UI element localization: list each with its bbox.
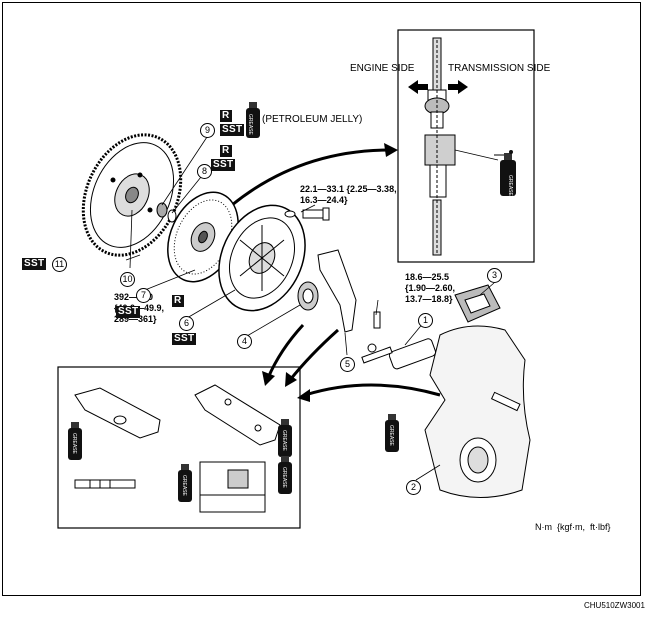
callout-2: 2	[406, 480, 421, 495]
release-fork-boot	[454, 284, 501, 323]
callout-6: 6	[179, 316, 194, 331]
clutch-cover	[218, 204, 306, 312]
fork-detail-left	[74, 387, 161, 489]
petroleum-jelly-label: (PETROLEUM JELLY)	[262, 114, 363, 125]
callout-8: 8	[197, 164, 212, 179]
grease-can-icon-6	[385, 414, 399, 452]
grease-label-3: GREASE	[181, 475, 187, 496]
inset-box-top	[397, 29, 535, 263]
callout-9: 9	[200, 123, 215, 138]
sst-tag-2: SST	[211, 159, 236, 171]
callout-10: 10	[120, 272, 135, 287]
pilot-bearing	[156, 202, 177, 223]
figure-code: CHU510ZW3001	[584, 601, 645, 610]
grease-can-icon-3	[178, 464, 192, 502]
release-fork	[317, 249, 357, 333]
engine-side-arrow	[408, 80, 428, 94]
pointer-arrow-bottom-1	[266, 323, 305, 379]
grease-label-7: GREASE	[247, 114, 253, 135]
transmission-housing	[424, 325, 531, 498]
release-bearing	[297, 281, 319, 311]
units-label: N·m {kgf·m, ft·lbf}	[535, 522, 611, 532]
fork-detail-right	[194, 384, 281, 446]
pointer-arrow-bottom-2	[288, 328, 339, 381]
leader-lines	[125, 136, 495, 481]
grease-can-icon-2	[68, 422, 82, 460]
sst-tag-5: SST	[172, 333, 197, 345]
callout-1: 1	[418, 313, 433, 328]
callout-5: 5	[340, 357, 355, 372]
pointer-arrow-bottom-3	[304, 383, 441, 397]
sst-tag-4: SST	[116, 306, 141, 318]
grease-can-icon-7	[246, 102, 260, 138]
diagram-frame	[2, 2, 641, 596]
cover-bolt	[284, 207, 330, 221]
sst-tag-1: SST	[220, 124, 245, 136]
grease-label-1: GREASE	[507, 175, 513, 196]
bearing-section-detail	[199, 461, 266, 513]
r-tag-2: R	[220, 145, 232, 157]
r-tag-1: R	[220, 110, 232, 122]
grease-label-6: GREASE	[388, 425, 394, 446]
grease-label-2: GREASE	[71, 433, 77, 454]
callout-3: 3	[487, 268, 502, 283]
transmission-side-label: TRANSMISSION SIDE	[448, 63, 551, 74]
grease-can-icon-5	[278, 456, 292, 494]
pointer-arrow-top	[231, 148, 391, 207]
callout-4: 4	[237, 334, 252, 349]
callout-11: 11	[52, 257, 67, 272]
flywheel	[81, 133, 183, 257]
callout-7: 7	[136, 288, 151, 303]
grease-can-icon-1	[454, 149, 516, 196]
clutch-release-cylinder	[361, 311, 437, 370]
release-shaft-detail	[424, 37, 456, 256]
grease-can-icon-4	[278, 419, 292, 457]
r-tag-3: R	[172, 295, 184, 307]
grease-label-5: GREASE	[281, 467, 287, 488]
torque-label-cover-bolt: 22.1—33.1 {2.25—3.38, 16.3—24.4}	[300, 184, 397, 205]
transmission-side-arrow	[448, 80, 468, 94]
grease-label-4: GREASE	[281, 430, 287, 451]
sst-tag-3: SST	[22, 258, 47, 270]
torque-label-cylinder-bolt: 18.6—25.5 {1.90—2.60, 13.7—18.8}	[405, 272, 456, 304]
engine-side-label: ENGINE SIDE	[350, 63, 415, 74]
